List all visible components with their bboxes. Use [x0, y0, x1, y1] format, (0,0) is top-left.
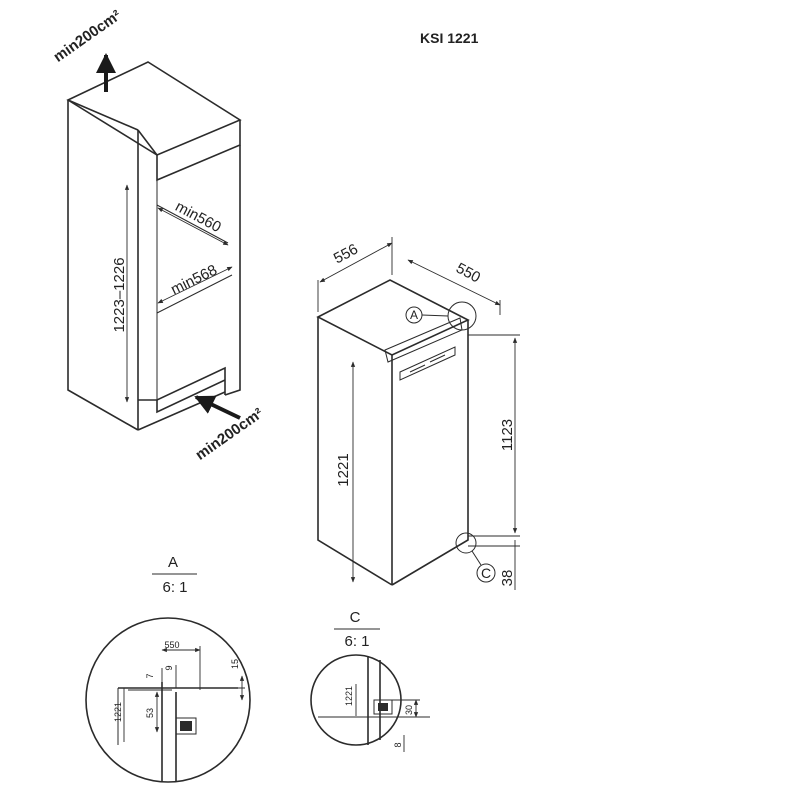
appliance-left-side	[317, 317, 393, 586]
cabinet-width-dim-line	[157, 207, 229, 246]
appliance-drawing: 556 550 1221 1123 38 A C	[316, 237, 520, 590]
cabinet-width-label: min560	[172, 198, 223, 236]
appliance-top-face	[316, 279, 470, 356]
cabinet-top-rail	[137, 120, 241, 182]
detail-a-15: 15	[230, 659, 240, 669]
detail-c-label: C	[350, 609, 361, 626]
cabinet-depth-label: min568	[168, 262, 220, 299]
callout-a-leader	[421, 314, 449, 317]
height-label: 1221	[335, 453, 352, 486]
cabinet-top-face	[66, 61, 242, 156]
detail-c: C 6: 1 1221 30 8	[310, 609, 430, 752]
detail-a-550: 550	[164, 640, 179, 650]
depth-dim-line	[407, 259, 501, 306]
detail-a-53: 53	[145, 708, 155, 718]
detail-a: A 6: 1 550 7 9 15 1221 53	[85, 554, 251, 783]
callout-c-leader	[471, 550, 482, 566]
detail-c-scale: 6: 1	[344, 633, 369, 650]
callout-c-circle	[455, 532, 477, 554]
door-height-label: 1123	[499, 419, 516, 451]
door-handle-bracket	[399, 346, 456, 381]
cabinet-top-left-edge	[67, 99, 139, 131]
detail-c-8: 8	[393, 742, 403, 747]
callout-c-bubble	[476, 563, 496, 583]
detail-a-9: 9	[164, 665, 174, 670]
detail-c-hinge	[373, 699, 393, 715]
detail-c-30: 30	[404, 705, 414, 715]
detail-a-scale: 6: 1	[162, 579, 187, 596]
width-dim-line	[319, 242, 393, 283]
cabinet-left-side	[67, 100, 139, 431]
cabinet-drawing: 1223–1226 min560 min568 min200cm² min200…	[50, 7, 266, 464]
detail-c-hinge-fill	[378, 703, 388, 711]
detail-a-hinge	[175, 717, 197, 735]
callout-a-circle	[447, 301, 477, 331]
cabinet-plinth-front	[156, 379, 226, 414]
detail-a-7: 7	[145, 673, 155, 678]
cabinet-base-edge	[137, 391, 226, 431]
model-title: KSI 1221	[420, 30, 479, 46]
detail-a-hinge-fill	[180, 721, 192, 731]
detail-a-1221: 1221	[113, 702, 123, 722]
cabinet-right-side	[224, 145, 241, 396]
bracket-slots	[409, 354, 446, 373]
top-vent-label: min200cm²	[50, 7, 124, 66]
cabinet-depth-dim-line	[157, 266, 233, 304]
detail-a-circle	[85, 617, 251, 783]
bottom-offset-label: 38	[499, 570, 516, 587]
width-label: 556	[331, 241, 361, 268]
depth-label: 550	[453, 260, 483, 287]
detail-c-1221: 1221	[344, 686, 354, 706]
callout-c-label: C	[481, 565, 491, 581]
bottom-vent-arrow	[194, 395, 241, 420]
cabinet-plinth-top	[138, 366, 226, 401]
cabinet-height-label: 1223–1226	[111, 257, 128, 332]
appliance-front-right-edge	[391, 320, 469, 586]
callout-a-label: A	[410, 308, 418, 322]
detail-a-label: A	[168, 554, 178, 571]
